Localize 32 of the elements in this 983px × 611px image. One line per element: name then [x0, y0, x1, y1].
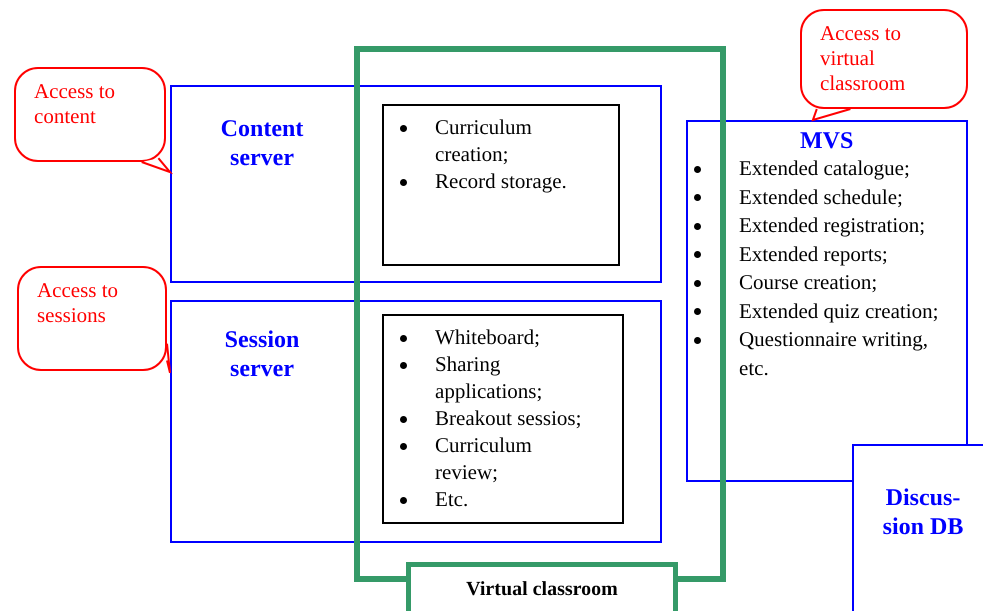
list-item: Curriculum creation; — [435, 114, 533, 168]
server-title: Session server — [224, 326, 300, 384]
list-item: Extended reports; — [739, 240, 888, 268]
list-item: Extended quiz creation; — [739, 298, 938, 325]
feature-list-box — [382, 314, 624, 524]
list-item: Curriculum review; — [435, 432, 533, 486]
speech-bubble — [14, 67, 166, 162]
callout-tail — [140, 157, 174, 174]
list-item: Record storage. — [435, 168, 567, 195]
list-item: Extended catalogue; — [739, 155, 910, 182]
callout-text: Access to virtual classroom — [820, 21, 906, 96]
list-item: Course creation; — [739, 269, 878, 296]
list-item: Extended schedule; — [739, 184, 903, 211]
server-title: Content server — [220, 115, 304, 173]
classroom-label: Virtual classroom — [406, 562, 678, 611]
list-item: Whiteboard; — [435, 324, 540, 351]
server-box — [686, 120, 968, 482]
database-title: Discus- sion DB — [882, 484, 964, 542]
list-item: Questionnaire writing, etc. — [739, 326, 929, 382]
list-item: Sharing applications; — [435, 351, 544, 405]
speech-bubble — [17, 266, 167, 371]
database-box — [852, 444, 983, 611]
callout-tail — [811, 108, 852, 122]
callout-text: Access to content — [34, 79, 116, 128]
list-item: Extended registration; — [739, 212, 926, 240]
list-item: Breakout sessios; — [435, 405, 582, 432]
speech-bubble — [800, 9, 968, 109]
server-title: MVS — [800, 128, 854, 154]
callout-tail — [166, 342, 171, 374]
list-item: Etc. — [435, 486, 468, 513]
feature-list-box — [382, 104, 620, 266]
callout-text: Access to sessions — [37, 278, 118, 328]
